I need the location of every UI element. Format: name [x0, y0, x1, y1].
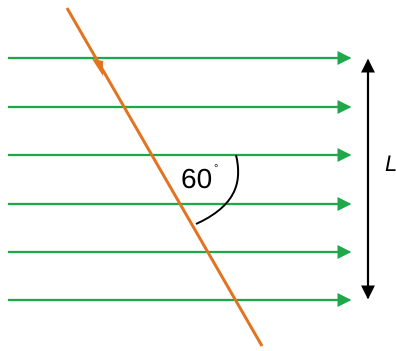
current-wire	[65, 7, 264, 347]
angle-arc	[195, 154, 240, 225]
length-symbol-label: L	[385, 151, 396, 176]
current-direction-arrow-icon	[92, 59, 103, 76]
magnetic-field-lines	[8, 51, 352, 307]
length-annotation: L	[361, 58, 396, 300]
angle-value-label: 60	[181, 163, 212, 194]
angle-annotation: 60 °	[181, 154, 240, 225]
degree-symbol-label: °	[214, 163, 218, 175]
